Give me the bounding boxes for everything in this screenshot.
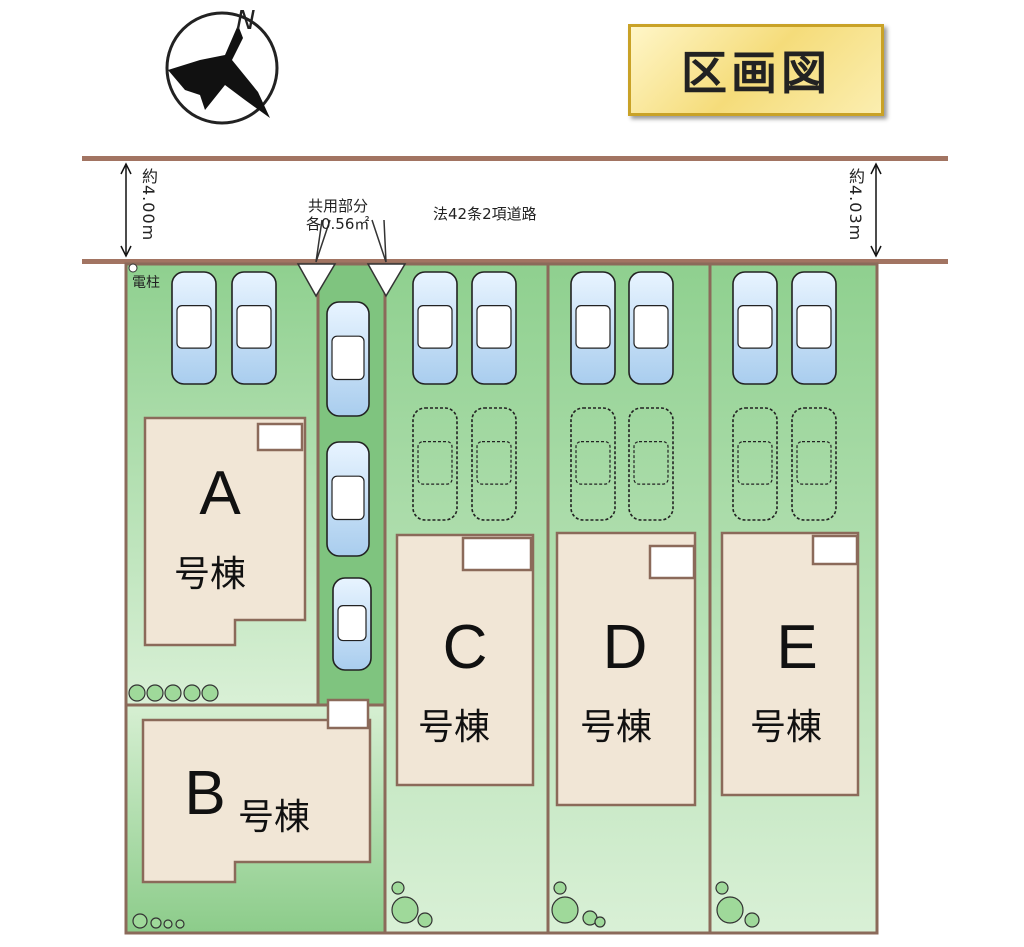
car-icon (326, 301, 370, 417)
utility-pole-icon (128, 263, 138, 273)
lot-b-letter: B (184, 759, 226, 828)
lot-a-letter: A (199, 459, 241, 528)
lot-a-suffix: 号棟 (174, 554, 247, 595)
tree-icon (128, 684, 146, 702)
car-icon (570, 271, 616, 385)
tree-icon (164, 684, 182, 702)
parking-space-car-outline-icon (471, 407, 517, 521)
tree-icon (183, 684, 201, 702)
road (82, 156, 948, 264)
tree-icon (132, 913, 148, 929)
utility-pole-label: 電柱 (132, 275, 160, 291)
road-width-left: 約4.00m (139, 168, 158, 242)
car-icon (412, 271, 458, 385)
car-icon (471, 271, 517, 385)
tree-icon (163, 919, 173, 929)
trees (128, 684, 760, 929)
tree-icon (551, 896, 579, 924)
tree-icon (716, 896, 744, 924)
car-icon (231, 271, 277, 385)
shared-part-markers (296, 219, 407, 298)
lot-e-letter: E (776, 613, 818, 682)
page-title: 区画図 (628, 24, 884, 116)
car-icon (326, 441, 370, 557)
parking-space-car-outline-icon (791, 407, 837, 521)
car-icon (628, 271, 674, 385)
tree-icon (553, 881, 567, 895)
tree-icon (150, 917, 162, 929)
tree-icon (201, 684, 219, 702)
parking-space-car-outline-icon (628, 407, 674, 521)
houses (141, 416, 860, 884)
road-type-label: 法42条2項道路 (433, 205, 537, 223)
car-icon (732, 271, 778, 385)
tree-icon (146, 684, 164, 702)
tree-icon (594, 916, 606, 928)
parking-space-car-outline-icon (732, 407, 778, 521)
parking-space-car-outline-icon (412, 407, 458, 521)
tree-icon (391, 896, 419, 924)
lot-e-suffix: 号棟 (750, 707, 823, 748)
road-width-right: 約4.03m (846, 168, 865, 242)
car-icon (791, 271, 837, 385)
north-label: N (236, 6, 256, 36)
lot-b-suffix: 号棟 (238, 797, 311, 838)
lot-d-letter: D (602, 613, 648, 682)
tree-icon (744, 912, 760, 928)
north-compass-icon (165, 11, 279, 125)
tree-icon (417, 912, 433, 928)
tree-icon (391, 881, 405, 895)
tree-icon (175, 919, 185, 929)
parking-space-car-outline-icon (570, 407, 616, 521)
car-icon (332, 577, 372, 671)
shared-part-label: 共用部分 (308, 197, 369, 215)
lot-d-suffix: 号棟 (580, 707, 653, 748)
lot-c-suffix: 号棟 (418, 707, 491, 748)
car-icon (171, 271, 217, 385)
lot-c-letter: C (442, 613, 488, 682)
tree-icon (715, 881, 729, 895)
shared-part-area: 各0.56㎡ (306, 215, 370, 233)
cars (171, 271, 837, 671)
